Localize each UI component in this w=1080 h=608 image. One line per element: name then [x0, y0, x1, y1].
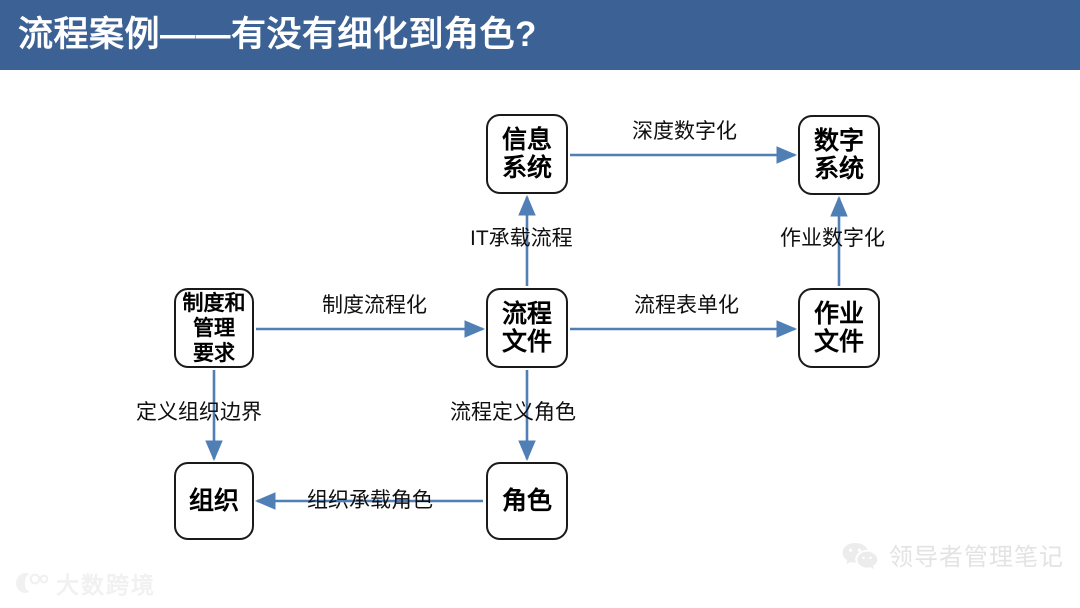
- edge-label-info-to-digital: 深度数字化: [632, 120, 737, 143]
- wechat-icon: [842, 542, 878, 569]
- node-role[interactable]: 角色: [486, 462, 568, 540]
- dashu-logo-icon: [16, 573, 48, 593]
- watermark-right-text: 领导者管理笔记: [889, 544, 1064, 571]
- node-label-line: 文件: [501, 328, 552, 356]
- node-label-line: 系统: [813, 155, 864, 183]
- node-organization[interactable]: 组织: [174, 462, 254, 540]
- watermark-left-text: 大数跨境: [56, 572, 156, 598]
- edge-label-process-to-role: 流程定义角色: [450, 401, 576, 424]
- page-title: 流程案例——有没有细化到角色?: [18, 15, 537, 54]
- node-label-line: 流程: [501, 300, 552, 328]
- node-work-doc[interactable]: 作业 文件: [798, 288, 880, 368]
- node-label-line: 要求: [193, 341, 235, 365]
- header-bar: 流程案例——有没有细化到角色?: [0, 0, 1080, 70]
- node-label-line: 文件: [813, 328, 864, 356]
- edge-label-process-to-info: IT承载流程: [470, 227, 573, 250]
- node-label-line: 角色: [501, 487, 552, 515]
- node-label-line: 作业: [813, 300, 864, 328]
- edge-label-role-to-org: 组织承载角色: [307, 489, 433, 512]
- node-label-line: 系统: [501, 154, 552, 182]
- edge-label-work-to-digital: 作业数字化: [780, 227, 885, 250]
- flow-diagram: 信息 系统 数字 系统 制度和 管理 要求 流程 文件 作业 文件 组织 角色 …: [0, 70, 1080, 608]
- edge-label-process-to-work: 流程表单化: [634, 294, 739, 317]
- edge-label-policy-to-process: 制度流程化: [322, 294, 427, 317]
- node-label-line: 组织: [188, 487, 239, 515]
- node-label-line: 管理: [193, 316, 235, 340]
- node-process-doc[interactable]: 流程 文件: [486, 288, 568, 368]
- node-digital-system[interactable]: 数字 系统: [798, 115, 880, 195]
- node-label-line: 制度和: [182, 291, 246, 315]
- edge-label-policy-to-org: 定义组织边界: [136, 401, 262, 424]
- arrow-layer: [205, 146, 848, 510]
- node-label-line: 信息: [501, 126, 552, 154]
- watermark-left: 大数跨境: [14, 566, 156, 600]
- node-policy-mgmt-req[interactable]: 制度和 管理 要求: [174, 288, 254, 368]
- node-info-system[interactable]: 信息 系统: [486, 114, 568, 194]
- watermark-right: 领导者管理笔记: [841, 537, 1064, 572]
- node-label-line: 数字: [813, 127, 864, 155]
